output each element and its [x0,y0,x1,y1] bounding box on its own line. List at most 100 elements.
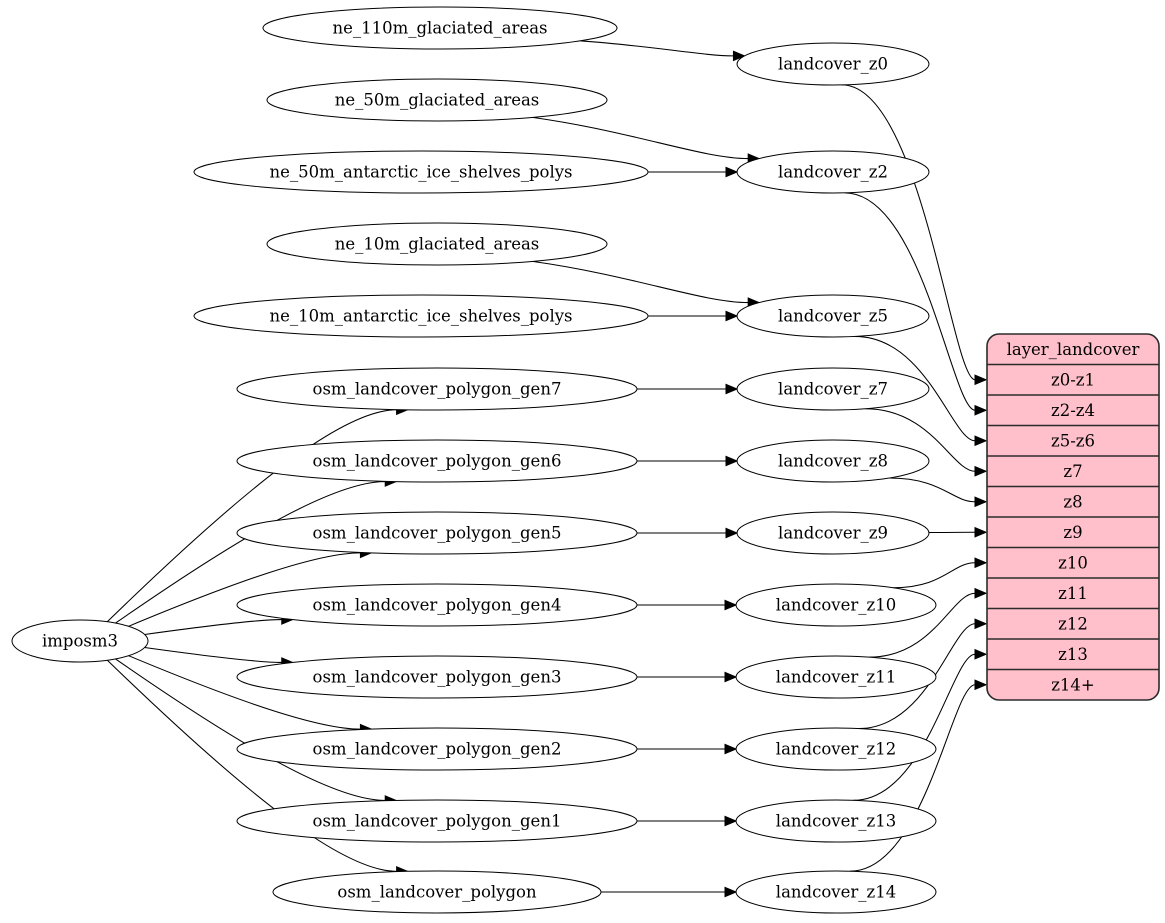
node-landcover_z9[interactable]: landcover_z9 [736,511,930,555]
node-landcover_z12[interactable]: landcover_z12 [735,727,937,771]
node-landcover_z11[interactable]: landcover_z11 [735,655,937,699]
node-ne_10m_antarctic_ice_shelves_polys[interactable]: ne_10m_antarctic_ice_shelves_polys [193,294,649,338]
edge-landcover_z9-to-layer_landcover-z9 [928,526,988,538]
edge-line [844,192,976,411]
table-row-z13[interactable]: z13 [987,638,1159,664]
edge-ne_50m_antarctic_ice_shelves_polys-to-landcover_z2 [647,166,739,178]
edge-line [889,477,976,503]
node-label: landcover_z11 [776,668,896,687]
edge-osm_landcover_polygon_gen2-to-landcover_z12 [636,743,738,755]
table-row-z8[interactable]: z8 [987,485,1159,512]
nodes-layer: imposm3 ne_110m_glaciated_areas ne_50m_gla… [11,6,937,914]
node-label: landcover_z12 [776,740,896,759]
node-ellipse [193,150,649,194]
node-label: ne_10m_antarctic_ice_shelves_polys [269,307,572,326]
node-ne_10m_glaciated_areas[interactable]: ne_10m_glaciated_areas [266,222,608,266]
table-row-label: z0-z1 [1051,370,1095,389]
node-label: osm_landcover_polygon_gen7 [313,380,562,399]
node-osm_landcover_polygon[interactable]: osm_landcover_polygon [272,870,602,914]
node-label: landcover_z13 [776,812,896,831]
node-landcover_z0[interactable]: landcover_z0 [736,42,930,86]
layer-landcover-table: layer_landcoverz0-z1z2-z4z5-z6z7z8z9z10z… [986,333,1160,701]
table-row-label: z8 [1063,492,1082,511]
node-osm_landcover_polygon_gen6[interactable]: osm_landcover_polygon_gen6 [236,439,638,483]
table-row-z7[interactable]: z7 [987,455,1159,481]
node-landcover_z5[interactable]: landcover_z5 [736,294,930,338]
edge-arrowhead [725,455,739,467]
node-ellipse [735,583,937,627]
node-osm_landcover_polygon_gen4[interactable]: osm_landcover_polygon_gen4 [236,583,638,627]
table-row-z5-z6[interactable]: z5-z6 [987,424,1159,451]
node-osm_landcover_polygon_gen7[interactable]: osm_landcover_polygon_gen7 [236,367,638,411]
node-ellipse [236,727,638,771]
edge-line [855,335,976,442]
edge-osm_landcover_polygon_gen6-to-landcover_z8 [637,455,739,467]
edge-line [128,655,361,730]
node-osm_landcover_polygon_gen2[interactable]: osm_landcover_polygon_gen2 [236,727,638,771]
table-row-z14plus[interactable]: z14+ [987,668,1159,695]
node-label: osm_landcover_polygon_gen3 [313,668,562,687]
node-osm_landcover_polygon_gen3[interactable]: osm_landcover_polygon_gen3 [236,655,638,699]
edge-imposm3-to-osm_landcover_polygon_gen3 [144,646,295,668]
node-landcover_z13[interactable]: landcover_z13 [735,799,937,843]
table-row-label: z13 [1058,645,1088,664]
node-ellipse [236,799,638,843]
table-row-label: z11 [1058,584,1088,603]
edge-arrowhead [725,310,739,322]
edge-arrowhead [974,648,988,660]
edge-line [128,552,361,627]
edge-osm_landcover_polygon_gen3-to-landcover_z11 [637,671,738,683]
edge-arrowhead [724,743,738,755]
table-row-label: z7 [1063,462,1082,481]
table-row-z9[interactable]: z9 [987,516,1159,542]
node-osm_landcover_polygon_gen1[interactable]: osm_landcover_polygon_gen1 [236,799,638,843]
table-row-z11[interactable]: z11 [987,577,1159,603]
edge-line [532,116,749,160]
node-landcover_z14[interactable]: landcover_z14 [735,870,937,914]
edge-line [853,653,976,801]
edge-line [850,684,976,872]
node-landcover_z7[interactable]: landcover_z7 [736,367,930,411]
edge-line [115,658,386,801]
node-label: ne_50m_glaciated_areas [335,91,540,110]
node-ellipse [736,42,930,86]
node-landcover_z10[interactable]: landcover_z10 [735,583,937,627]
edge-landcover_z8-to-layer_landcover-z8 [889,477,988,508]
node-landcover_z2[interactable]: landcover_z2 [736,150,930,194]
node-label: osm_landcover_polygon_gen5 [313,524,562,543]
node-osm_landcover_polygon_gen5[interactable]: osm_landcover_polygon_gen5 [236,511,638,555]
edge-line [841,84,976,381]
edge-arrowhead [724,815,738,827]
edge-arrowhead [724,599,738,611]
edge-landcover_z14-to-layer_landcover-z14- [850,679,988,872]
edge-osm_landcover_polygon_gen7-to-landcover_z7 [637,383,739,395]
node-ne_50m_antarctic_ice_shelves_polys[interactable]: ne_50m_antarctic_ice_shelves_polys [193,150,649,194]
node-ellipse [736,294,930,338]
table-row-label: z12 [1058,614,1088,633]
node-label: osm_landcover_polygon_gen6 [313,452,562,471]
table-row-z10[interactable]: z10 [987,546,1159,573]
table-row-z12[interactable]: z12 [987,607,1159,634]
edge-landcover_z0-to-layer_landcover-z0-z1 [841,84,988,386]
edge-line [893,562,976,589]
table-row-label: z5-z6 [1051,431,1095,450]
node-ne_110m_glaciated_areas[interactable]: ne_110m_glaciated_areas [262,6,618,50]
node-ellipse [11,619,149,663]
node-ellipse [272,870,602,914]
node-ellipse [735,727,937,771]
node-imposm3[interactable]: imposm3 [11,619,149,663]
edge-landcover_z11-to-layer_landcover-z11 [869,587,988,658]
edge-landcover_z2-to-layer_landcover-z2-z4 [844,192,988,416]
table-row-z2-z4[interactable]: z2-z4 [987,394,1159,420]
table-row-label: z10 [1058,553,1088,572]
node-ne_50m_glaciated_areas[interactable]: ne_50m_glaciated_areas [266,78,608,122]
edge-landcover_z13-to-layer_landcover-z13 [853,648,988,801]
edge-landcover_z5-to-layer_landcover-z5-z6 [855,335,988,447]
node-landcover_z8[interactable]: landcover_z8 [736,439,930,483]
edge-arrowhead [974,435,988,447]
node-label: landcover_z5 [778,307,888,326]
table-row-z0-z1[interactable]: z0-z1 [1051,370,1095,389]
node-ellipse [236,583,638,627]
edge-arrowhead [974,618,988,630]
